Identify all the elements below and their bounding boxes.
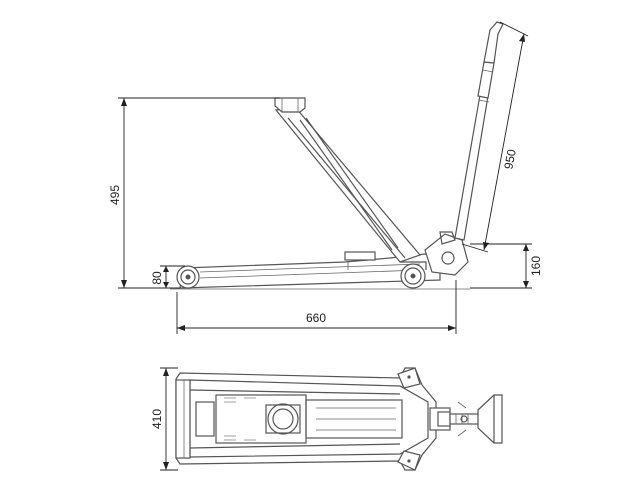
label-length: 660 <box>306 311 326 325</box>
label-height-min: 80 <box>150 271 164 285</box>
lifting-cup <box>267 403 299 435</box>
dimension-handle-base: 160 <box>470 243 543 289</box>
label-handle-length: 950 <box>501 148 519 171</box>
handle-top-view <box>449 394 503 444</box>
dimension-height-min: 80 <box>150 265 185 288</box>
pump-unit <box>424 231 469 276</box>
label-width: 410 <box>150 409 164 429</box>
dimension-height-max: 495 <box>108 97 280 289</box>
dimension-width: 410 <box>150 367 178 471</box>
label-handle-base: 160 <box>529 256 543 276</box>
top-view: 410 <box>150 367 503 471</box>
side-view: 495 80 950 160 <box>108 21 543 334</box>
dimension-handle-length: 950 <box>461 21 529 253</box>
label-height-max: 495 <box>108 185 122 205</box>
handle <box>454 21 504 241</box>
rear-wheel <box>400 261 427 289</box>
front-wheel <box>176 265 200 289</box>
saddle <box>195 401 215 437</box>
lifting-arm <box>274 97 422 263</box>
dimension-length: 660 <box>176 280 457 334</box>
